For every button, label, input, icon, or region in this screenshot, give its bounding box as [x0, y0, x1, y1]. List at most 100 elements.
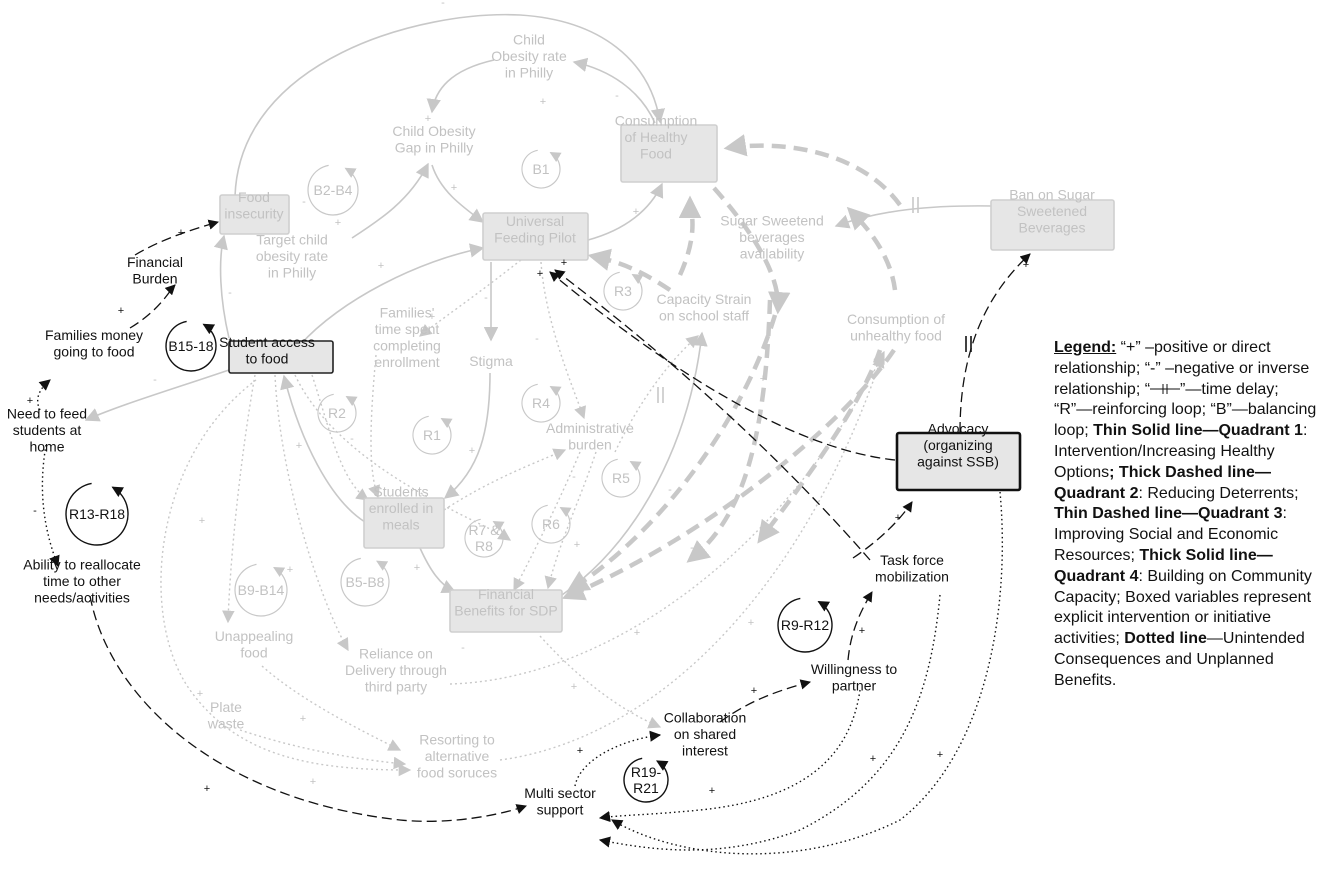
- polarity-sign-plus: +: [540, 96, 546, 108]
- causal-link: [539, 635, 662, 729]
- ability-reallocate-label-line: time to other: [43, 573, 121, 589]
- polarity-sign-plus: +: [451, 182, 457, 194]
- causal-link: [549, 271, 896, 461]
- financial-burden-label-line: Financial: [127, 254, 183, 270]
- loop-r5-arc: [601, 458, 642, 498]
- task-force-label-line: mobilization: [875, 568, 949, 584]
- families-time-label-line: time spent: [375, 321, 440, 337]
- loop-b15-arc: [165, 320, 217, 372]
- polarity-sign-plus: +: [300, 713, 306, 725]
- causal-link: [614, 335, 699, 453]
- legend-q1-term: Thin Solid line—Quadrant 1: [1093, 422, 1303, 440]
- causal-link: [587, 248, 672, 292]
- polarity-sign-plus: +: [310, 776, 316, 788]
- legend-dotted-term: Dotted line: [1124, 630, 1207, 648]
- causal-link: [41, 444, 60, 568]
- causal-link: [611, 491, 1004, 855]
- financial-benefits-label-line: Financial: [478, 586, 534, 602]
- polarity-sign-plus: +: [748, 617, 754, 629]
- causal-link: [261, 665, 402, 751]
- causal-link: [499, 354, 885, 761]
- consumption-healthy-label-line: Consumption: [615, 113, 698, 129]
- collaboration-label-line: on shared: [674, 726, 736, 742]
- loop-r4-label: R4: [532, 395, 550, 411]
- legend: Legend: “+” –positive or direct relation…: [1054, 338, 1319, 692]
- causal-link: [419, 259, 522, 337]
- need-feed-label-line: Need to feed: [7, 406, 87, 422]
- legend-delay-text: ”—time delay; “R”—reinforcing loop; “B”—…: [1054, 380, 1317, 440]
- polarity-sign-plus: +: [760, 373, 766, 385]
- causal-link: [449, 350, 885, 685]
- causal-link: [160, 379, 412, 777]
- polarity-sign-plus: +: [27, 395, 33, 407]
- legend-plus-term: “+”: [1120, 339, 1141, 356]
- loop-r4-arc: [521, 383, 562, 423]
- causal-link: [846, 206, 898, 291]
- legend-q4-text: : Building on Community Capacity; Boxed …: [1054, 567, 1312, 648]
- polarity-sign-plus: +: [574, 539, 580, 551]
- polarity-sign-plus: +: [537, 268, 543, 280]
- causal-link: [686, 299, 773, 563]
- polarity-sign-minus: -: [33, 505, 37, 517]
- causal-link: [431, 164, 485, 223]
- edges: [37, 13, 1031, 855]
- causal-link: [574, 730, 662, 787]
- polarity-sign-plus: +: [895, 512, 901, 524]
- polarity-sign-plus: +: [425, 113, 431, 125]
- polarity-sign-plus: +: [197, 688, 203, 700]
- child-obesity-rate-label-line: in Philly: [505, 65, 553, 81]
- multi-sector-label-line: Multi sector: [524, 785, 596, 801]
- causal-link: [89, 595, 527, 822]
- loop-b5-label: B5-B8: [346, 574, 385, 590]
- ability-reallocate-label-line: needs/activities: [34, 590, 130, 606]
- causal-link: [677, 195, 702, 276]
- loop-r7-label: R8: [475, 538, 493, 554]
- financial-benefits-label-line: Benefits for SDP: [454, 602, 558, 618]
- consumption-unhealthy-label-line: unhealthy food: [850, 327, 942, 343]
- legend-q2-text: : Reducing Deterrents;: [1138, 484, 1299, 502]
- causal-link: [554, 269, 871, 561]
- polarity-sign-plus: +: [296, 440, 302, 452]
- causal-link: [540, 261, 586, 420]
- capacity-strain-label-line: Capacity Strain: [657, 291, 752, 307]
- causal-link: [234, 13, 666, 197]
- causal-link: [311, 374, 370, 501]
- loop-r9-arc: [777, 597, 833, 653]
- advocacy-label-line: against SSB): [917, 454, 999, 470]
- capacity-strain-label-line: on school staff: [659, 307, 749, 323]
- causal-link: [757, 349, 883, 544]
- loop-r13-label: R13-R18: [69, 506, 125, 522]
- polarity-sign-plus: +: [571, 681, 577, 693]
- loop-b15-label: B15-18: [168, 338, 213, 354]
- polarity-sign-plus: +: [335, 217, 341, 229]
- consumption-healthy-label-line: Food: [640, 146, 672, 162]
- causal-link: [443, 372, 491, 499]
- advocacy-label-line: (organizing: [923, 437, 992, 453]
- polarity-sign-minus: -: [441, 0, 445, 9]
- causal-link: [847, 591, 873, 661]
- families-time-label-line: enrollment: [374, 354, 439, 370]
- polarity-sign-plus: +: [751, 685, 757, 697]
- loop-b1-label: B1: [532, 161, 549, 177]
- child-obesity-rate-label-line: Child: [513, 32, 545, 48]
- collaboration-label-line: Collaboration: [664, 710, 747, 726]
- resorting-alternative-label-line: alternative: [425, 748, 490, 764]
- willingness-label-line: partner: [832, 677, 877, 693]
- advocacy-box: [895, 431, 1022, 492]
- causal-link: [280, 374, 366, 523]
- legend-minus-text: –negative or inverse relationship;: [1054, 359, 1310, 398]
- causal-link: [134, 219, 219, 256]
- polarity-sign-plus: +: [178, 227, 184, 239]
- consumption-healthy-box: [620, 124, 718, 183]
- causal-link: [566, 314, 778, 593]
- child-obesity-rate-label-line: Obesity rate: [491, 48, 567, 64]
- students-enrolled-label-line: enrolled in: [369, 500, 434, 516]
- polarity-sign-plus: +: [287, 564, 293, 576]
- delay-icon: [1150, 384, 1181, 395]
- causal-link: [587, 182, 664, 241]
- polarity-sign-minus: -: [572, 471, 576, 483]
- polarity-sign-plus: +: [709, 785, 715, 797]
- causal-link: [419, 547, 457, 594]
- causal-link: [852, 501, 913, 559]
